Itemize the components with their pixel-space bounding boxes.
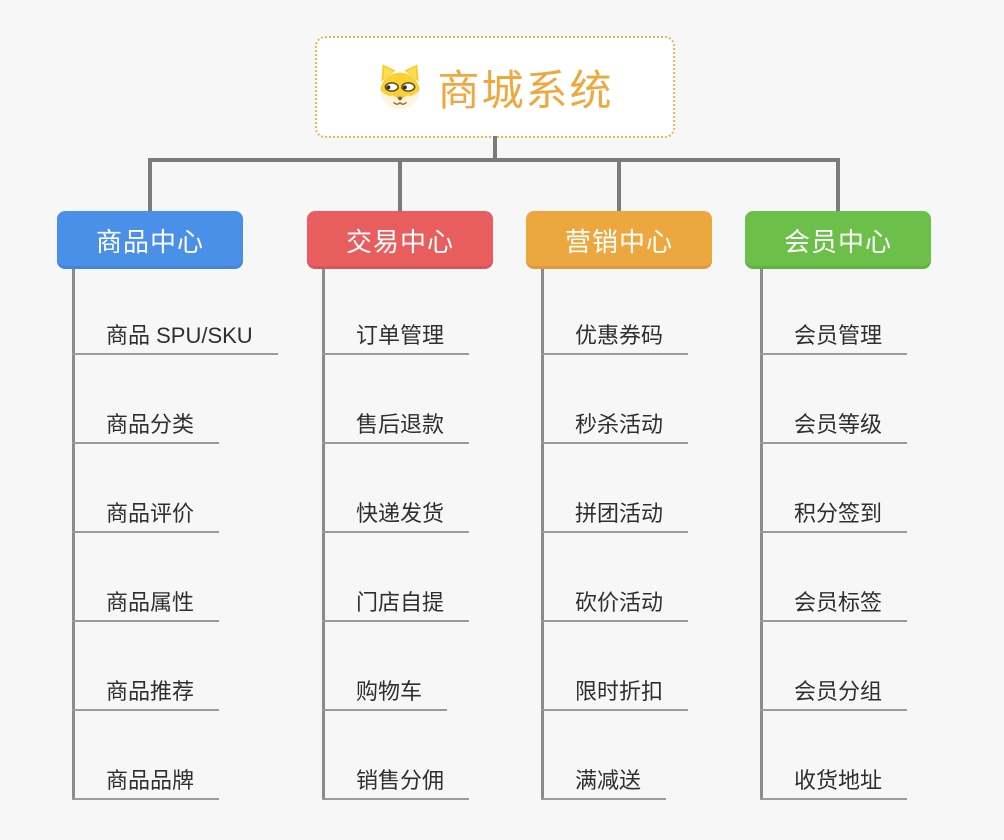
leaf-node[interactable]: 售后退款 [322,409,470,444]
branch-node-marketing-center[interactable]: 营销中心 [526,211,712,269]
leaf-node[interactable]: 会员分组 [760,676,908,711]
connector-line [148,158,152,213]
leaf-node[interactable]: 积分签到 [760,498,908,533]
dog-face-icon [376,62,424,112]
branch-spine-line [322,269,325,800]
root-title: 商城系统 [437,66,614,114]
leaf-node[interactable]: 拼团活动 [541,498,689,533]
branch-spine-line [760,269,763,800]
leaf-node[interactable]: 会员标签 [760,587,908,622]
connector-line [836,158,840,213]
connector-line [493,136,497,162]
leaf-node[interactable]: 会员等级 [760,409,908,444]
leaf-node[interactable]: 限时折扣 [541,676,689,711]
connector-line [398,158,402,213]
branch-spine-line [72,269,75,800]
leaf-node[interactable]: 商品 SPU/SKU [72,320,278,355]
connector-line [148,158,840,162]
leaf-node[interactable]: 销售分佣 [322,765,470,800]
leaf-node[interactable]: 收货地址 [760,765,908,800]
leaf-node[interactable]: 快递发货 [322,498,470,533]
root-node[interactable]: 商城系统 [315,36,675,138]
connector-line [617,158,621,213]
leaf-node[interactable]: 秒杀活动 [541,409,689,444]
branch-node-member-center[interactable]: 会员中心 [745,211,931,269]
branch-node-trade-center[interactable]: 交易中心 [307,211,493,269]
leaf-node[interactable]: 商品评价 [72,498,220,533]
leaf-node[interactable]: 商品分类 [72,409,220,444]
branch-node-product-center[interactable]: 商品中心 [57,211,243,269]
leaf-node[interactable]: 会员管理 [760,320,908,355]
leaf-node[interactable]: 门店自提 [322,587,470,622]
leaf-node[interactable]: 砍价活动 [541,587,689,622]
leaf-node[interactable]: 商品属性 [72,587,220,622]
leaf-node[interactable]: 满减送 [541,765,667,800]
branch-spine-line [541,269,544,800]
leaf-node[interactable]: 购物车 [322,676,448,711]
leaf-node[interactable]: 优惠券码 [541,320,689,355]
leaf-node[interactable]: 商品品牌 [72,765,220,800]
leaf-node[interactable]: 商品推荐 [72,676,220,711]
leaf-node[interactable]: 订单管理 [322,320,470,355]
